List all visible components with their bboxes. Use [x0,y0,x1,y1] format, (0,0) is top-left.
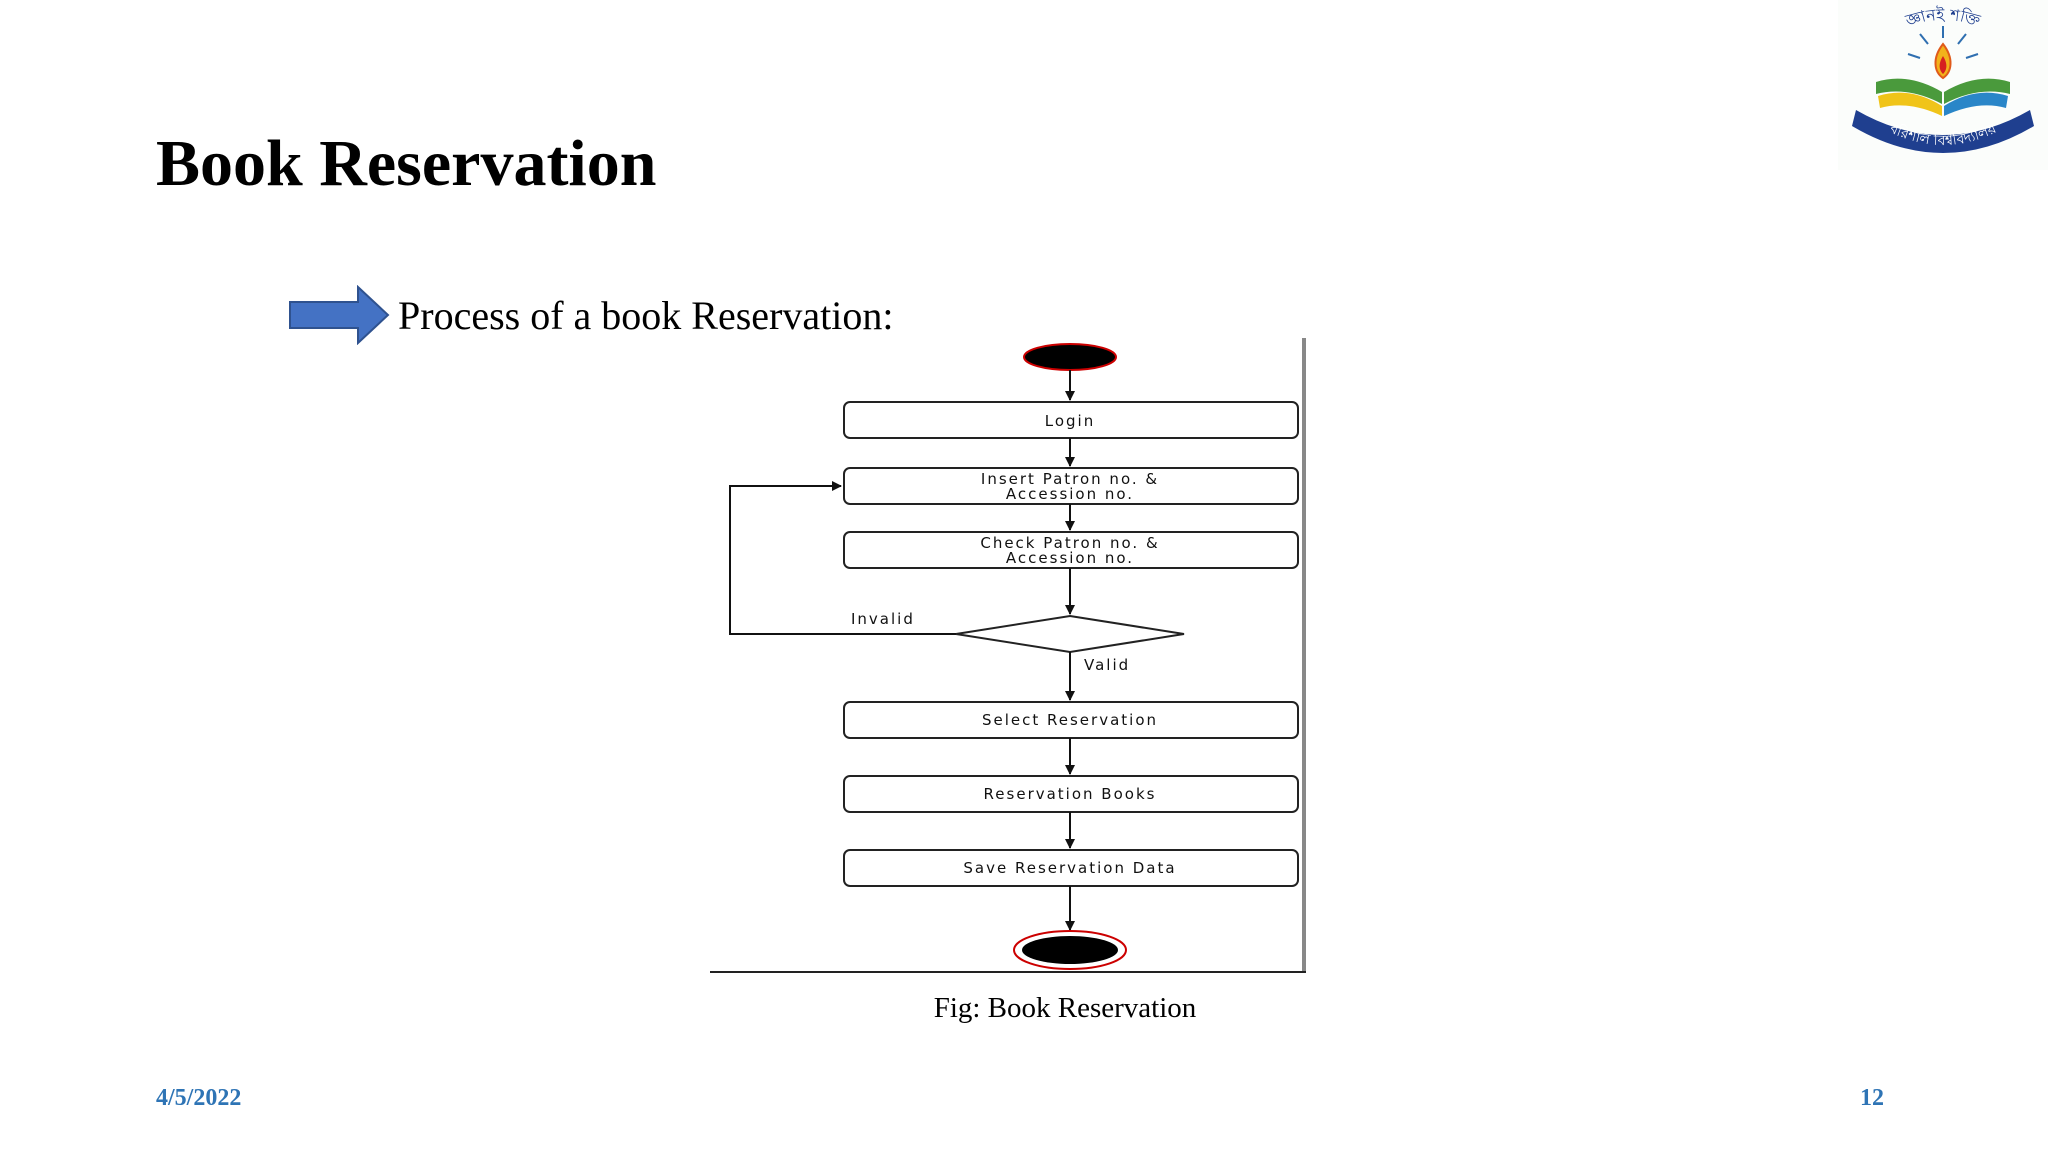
bullet-text: Process of a book Reservation: [398,292,894,338]
step-insert-label-2: Accession no. [1006,485,1134,503]
figure-caption: Fig: Book Reservation [933,992,1197,1024]
step-login-label: Login [1045,412,1095,430]
invalid-loop-line [729,481,956,635]
end-node [1022,936,1118,964]
start-node [1023,343,1117,371]
university-logo-icon: জ্ঞানই শক্তি বরিশাল বিশ্ববিদ্যালয় [1838,0,2048,170]
step-check-label-1: Check Patron no. & [980,534,1159,552]
slide-number: 12 [1860,1085,1884,1111]
step-reserve-label: Reservation Books [984,785,1157,803]
footer-date: 4/5/2022 [156,1085,242,1111]
right-arrow-icon [289,285,390,345]
valid-label: Valid [1084,656,1130,674]
step-save-label: Save Reservation Data [963,859,1176,877]
invalid-label: Invalid [851,610,915,628]
step-select-label: Select Reservation [982,711,1158,729]
slide-title: Book Reservation [156,127,657,200]
flowchart-diagram: Login Insert Patron no. & Accession no. … [710,338,1306,973]
bullet-row: Process of a book Reservation: [288,285,893,345]
decision-diamond [955,614,1185,654]
step-insert-label-1: Insert Patron no. & [981,470,1159,488]
step-check-label-2: Accession no. [1006,549,1134,567]
